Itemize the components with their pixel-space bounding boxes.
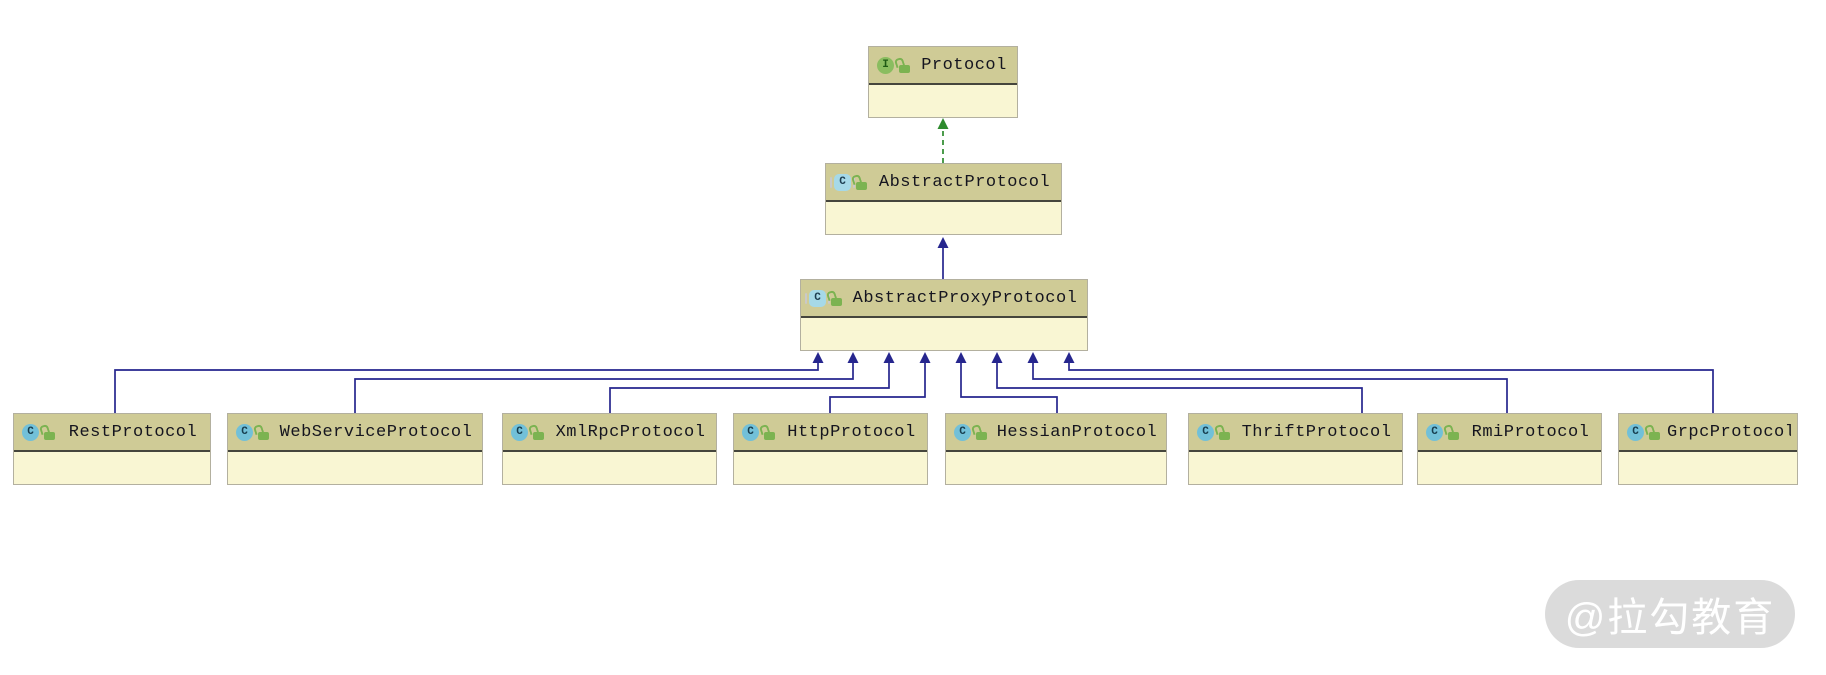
edge-extends-GrpcProtocol-to-AbstractProxyProtocol[interactable] [1063, 352, 1714, 413]
class-name-label: RmiProtocol [1471, 422, 1590, 442]
class-node-body [1619, 452, 1797, 484]
class-node-body [869, 85, 1017, 117]
class-icon-letter: C [959, 425, 966, 438]
lock-icon [533, 431, 544, 440]
class-name-label: AbstractProxyProtocol [852, 288, 1078, 308]
lock-icon [1448, 431, 1459, 440]
abstract-class-node-abstract-protocol[interactable]: C AbstractProtocol [825, 163, 1062, 235]
class-node-header: C GrpcProtocol [1619, 414, 1797, 452]
class-name-label: RestProtocol [68, 422, 198, 442]
class-node-header: C AbstractProtocol [826, 164, 1061, 202]
lock-icon [831, 297, 842, 306]
lock-icon [899, 64, 910, 73]
class-node-body [1418, 452, 1601, 484]
class-icon-letter: C [747, 425, 754, 438]
class-node-header: C RmiProtocol [1418, 414, 1601, 452]
class-icon-letter: C [516, 425, 523, 438]
class-icon: C [954, 423, 971, 441]
class-name-label: Protocol [921, 55, 1007, 75]
lock-icon [44, 431, 55, 440]
class-node-body [228, 452, 482, 484]
lock-icon [764, 431, 775, 440]
watermark-text: @拉勾教育 [1564, 596, 1776, 640]
class-node-body [14, 452, 210, 484]
edge-extends-HessianProtocol-to-AbstractProxyProtocol[interactable] [955, 352, 1058, 413]
class-node-header: C AbstractProxyProtocol [801, 280, 1087, 318]
class-name-label: ThriftProtocol [1241, 422, 1392, 442]
class-node-body [503, 452, 716, 484]
class-name-label: WebServiceProtocol [279, 422, 473, 442]
edge-extends-XmlRpcProtocol-to-AbstractProxyProtocol[interactable] [609, 352, 895, 413]
class-icon-letter: I [882, 58, 889, 71]
class-node-rmi-protocol[interactable]: C RmiProtocol [1417, 413, 1602, 485]
class-node-header: C XmlRpcProtocol [503, 414, 716, 452]
class-node-hessian-protocol[interactable]: C HessianProtocol [945, 413, 1167, 485]
class-name-label: HttpProtocol [787, 422, 916, 442]
class-node-header: C RestProtocol [14, 414, 210, 452]
class-node-header: C HttpProtocol [734, 414, 927, 452]
class-node-body [734, 452, 927, 484]
edge-extends-RmiProtocol-to-AbstractProxyProtocol[interactable] [1027, 352, 1508, 413]
class-icon-letter: C [1431, 425, 1438, 438]
lock-icon [856, 181, 867, 190]
class-node-body [801, 318, 1087, 350]
lock-icon [258, 431, 269, 440]
class-name-label: XmlRpcProtocol [555, 422, 706, 442]
lock-icon [1219, 431, 1230, 440]
class-node-header: C ThriftProtocol [1189, 414, 1402, 452]
class-icon-letter: C [241, 425, 248, 438]
class-icon: C [1197, 423, 1214, 441]
edge-extends-WebServiceProtocol-to-AbstractProxyProtocol[interactable] [354, 352, 859, 413]
abstract-class-node-abstract-proxy-protocol[interactable]: C AbstractProxyProtocol [800, 279, 1088, 351]
class-node-xml-rpc-protocol[interactable]: C XmlRpcProtocol [502, 413, 717, 485]
class-icon-letter: C [27, 425, 34, 438]
abstract-class-icon: C [830, 173, 855, 191]
edge-extends-RestProtocol-to-AbstractProxyProtocol[interactable] [114, 352, 824, 413]
class-node-web-service-protocol[interactable]: C WebServiceProtocol [227, 413, 483, 485]
class-icon: C [236, 423, 253, 441]
class-icon-letter: C [1632, 425, 1639, 438]
class-name-label: GrpcProtocol [1667, 422, 1791, 442]
class-node-http-protocol[interactable]: C HttpProtocol [733, 413, 928, 485]
class-node-header: I Protocol [869, 47, 1017, 85]
class-node-thrift-protocol[interactable]: C ThriftProtocol [1188, 413, 1403, 485]
class-node-grpc-protocol[interactable]: C GrpcProtocol [1618, 413, 1798, 485]
interface-node-protocol[interactable]: I Protocol [868, 46, 1018, 118]
class-node-header: C WebServiceProtocol [228, 414, 482, 452]
class-icon: C [22, 423, 39, 441]
class-node-body [826, 202, 1061, 234]
class-icon: C [742, 423, 759, 441]
class-node-header: C HessianProtocol [946, 414, 1166, 452]
abstract-class-icon: C [805, 289, 830, 307]
lock-icon [1649, 431, 1660, 440]
class-name-label: AbstractProtocol [878, 172, 1051, 192]
class-icon-letter: C [1202, 425, 1209, 438]
class-icon: C [1627, 423, 1644, 441]
watermark-badge: @拉勾教育 [1545, 580, 1795, 648]
class-node-rest-protocol[interactable]: C RestProtocol [13, 413, 211, 485]
class-node-body [946, 452, 1166, 484]
edge-implements-AbstractProtocol-to-Protocol[interactable] [937, 118, 949, 163]
class-icon: C [1426, 423, 1443, 441]
class-node-body [1189, 452, 1402, 484]
class-icon-letter: C [814, 291, 821, 304]
lock-icon [976, 431, 987, 440]
class-name-label: HessianProtocol [996, 422, 1158, 442]
class-icon-letter: C [839, 175, 846, 188]
edge-extends-HttpProtocol-to-AbstractProxyProtocol[interactable] [829, 352, 931, 413]
interface-icon: I [877, 56, 894, 74]
edge-extends-AbstractProxyProtocol-to-AbstractProtocol[interactable] [937, 237, 949, 279]
edge-extends-ThriftProtocol-to-AbstractProxyProtocol[interactable] [991, 352, 1363, 413]
class-icon: C [511, 423, 528, 441]
